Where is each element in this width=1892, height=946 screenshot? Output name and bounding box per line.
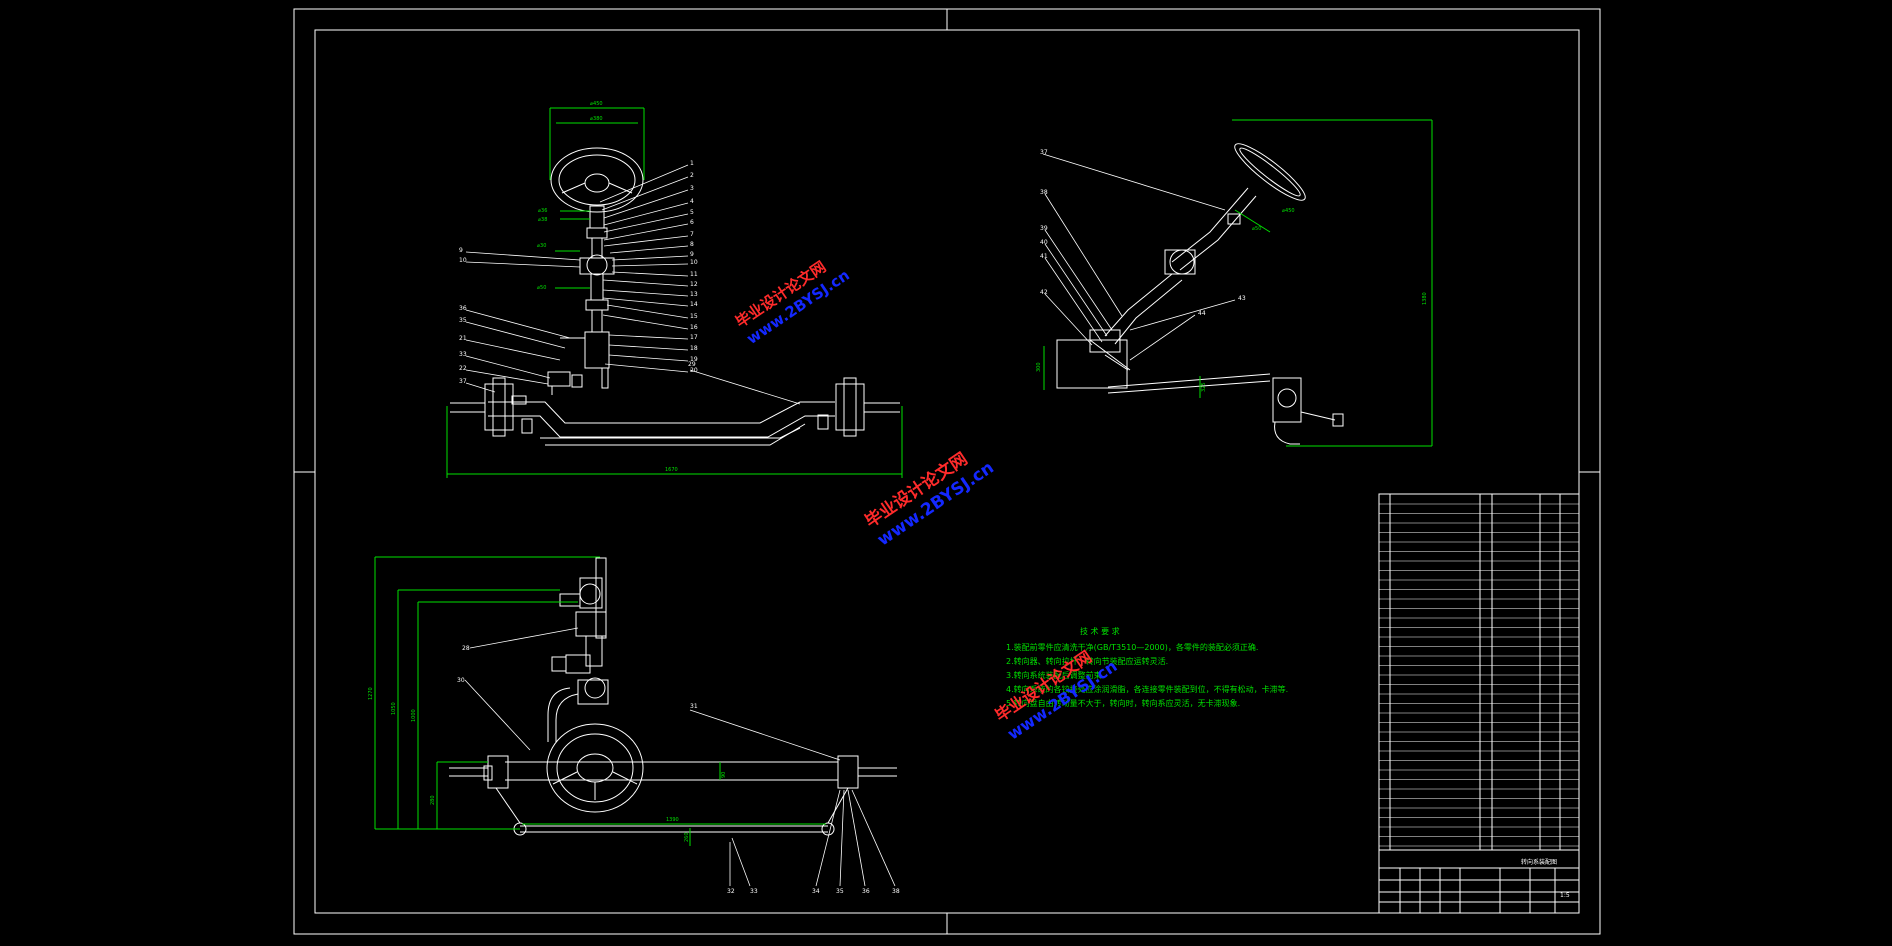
balloons-top-left: 9 10 36 35 21 33 22 37 bbox=[459, 247, 467, 385]
dim-d4: ⌀50 bbox=[537, 285, 546, 291]
dim-bottom-track: 1390 bbox=[666, 817, 679, 823]
balloon-label: 31 bbox=[690, 703, 698, 710]
tech-note-1: 1.装配前零件应清洗干净(GB/T3510—2000)，各零件的装配必须正确. bbox=[1006, 642, 1258, 652]
top-view-steering: 1270 1050 1000 280 1390 260 90 28 30 31 32 3… bbox=[368, 556, 900, 895]
balloon-label: 34 bbox=[812, 888, 820, 895]
dim-side-height: 1380 bbox=[1422, 292, 1428, 305]
title-block: 转向系装配图 1:5 bbox=[1378, 493, 1580, 914]
dim-d1: ⌀36 bbox=[538, 208, 547, 214]
balloons-bottom: 28 30 31 32 33 34 35 36 38 bbox=[457, 645, 900, 895]
balloon-label: 21 bbox=[459, 335, 467, 342]
balloon-label: 19 bbox=[690, 356, 698, 363]
balloon-label: 36 bbox=[862, 888, 870, 895]
balloon-label: 5 bbox=[690, 209, 694, 216]
dim-wheel-outer: ⌀450 bbox=[590, 101, 603, 107]
dim-side-link: 325 bbox=[1201, 382, 1207, 392]
balloon-label: 35 bbox=[836, 888, 844, 895]
dim-bottom-h2: 1050 bbox=[391, 702, 397, 715]
tech-note-4: 4.转向系统的各铰接处应涂润滑脂，各连接零件装配到位，不得有松动，卡滞等. bbox=[1006, 684, 1288, 694]
balloon-label: 18 bbox=[690, 345, 698, 352]
watermark-1: 毕业设计论文网 www.2BYSJ.cn bbox=[732, 258, 853, 348]
balloon-label: 9 bbox=[690, 251, 694, 258]
balloon-label: 2 bbox=[690, 172, 694, 179]
dim-bottom-rod: 90 bbox=[721, 772, 727, 778]
balloon-label: 10 bbox=[690, 259, 698, 266]
balloon-label: 8 bbox=[690, 241, 694, 248]
balloon-label: 12 bbox=[690, 281, 698, 288]
balloon-label: 37 bbox=[1040, 149, 1048, 156]
balloon-label: 38 bbox=[1040, 189, 1048, 196]
balloon-label: 22 bbox=[459, 365, 467, 372]
balloon-label: 39 bbox=[1040, 225, 1048, 232]
balloon-label: 41 bbox=[1040, 253, 1048, 260]
balloon-label: 13 bbox=[690, 291, 698, 298]
dim-wheel-inner: ⌀380 bbox=[590, 116, 603, 122]
tech-note-3: 3.转向系统装配后调整前束. bbox=[1006, 670, 1104, 680]
balloon-label: 1 bbox=[690, 160, 694, 167]
dim-bottom-h4: 280 bbox=[430, 795, 436, 805]
parts-list bbox=[1379, 503, 1579, 847]
balloon-label: 3 bbox=[690, 185, 694, 192]
balloon-label: 33 bbox=[459, 351, 467, 358]
balloon-label: 44 bbox=[1198, 310, 1206, 317]
balloon-label: 33 bbox=[750, 888, 758, 895]
dim-side-wheel: ⌀450 bbox=[1282, 208, 1295, 214]
balloons-side: 37 38 39 40 41 42 43 44 bbox=[1040, 149, 1246, 317]
balloon-label: 42 bbox=[1040, 289, 1048, 296]
balloon-label: 38 bbox=[892, 888, 900, 895]
tech-note-5: 5.转向盘自由转动量不大于，转向时，转向系应灵活，无卡滞现象. bbox=[1006, 698, 1240, 708]
drawing-scale: 1:5 bbox=[1560, 892, 1570, 899]
technical-requirements: 技 术 要 求 1.装配前零件应清洗干净(GB/T3510—2000)，各零件的… bbox=[1006, 626, 1288, 708]
balloon-label: 37 bbox=[459, 378, 467, 385]
watermark-2: 毕业设计论文网 www.2BYSJ.cn bbox=[861, 448, 998, 550]
dim-bottom-arm: 260 bbox=[684, 832, 690, 842]
drawing-title: 转向系装配图 bbox=[1521, 858, 1557, 866]
balloon-label: 7 bbox=[690, 231, 694, 238]
front-view-steering: ⌀450 ⌀380 ⌀36 ⌀38 ⌀30 ⌀50 bbox=[446, 101, 903, 478]
dim-bottom-h3: 1000 bbox=[411, 709, 417, 722]
sheet-frame bbox=[293, 8, 1601, 935]
balloon-label: 28 bbox=[462, 645, 470, 652]
balloon-label: 16 bbox=[690, 324, 698, 331]
balloon-label: 14 bbox=[690, 301, 698, 308]
dim-side-shaft: ⌀50 bbox=[1252, 226, 1261, 232]
balloon-label: 30 bbox=[457, 677, 465, 684]
dim-side-left: 300 bbox=[1036, 362, 1042, 372]
balloon-label: 20 bbox=[690, 367, 698, 374]
dim-d2: ⌀38 bbox=[538, 217, 547, 223]
side-view-steering: 1380 300 325 ⌀50 ⌀450 37 38 39 40 41 42 43 44 bbox=[1036, 119, 1433, 447]
balloon-label: 9 bbox=[459, 247, 463, 254]
balloon-label: 10 bbox=[459, 257, 467, 264]
dim-bottom-h1: 1270 bbox=[368, 687, 374, 700]
balloon-label: 6 bbox=[690, 219, 694, 226]
tech-notes-title: 技 术 要 求 bbox=[1080, 626, 1120, 636]
balloon-label: 15 bbox=[690, 313, 698, 320]
balloon-top-center: 29 bbox=[688, 361, 696, 368]
balloon-label: 32 bbox=[727, 888, 735, 895]
tech-note-2: 2.转向器、转向拉杆、转向节装配应运转灵活. bbox=[1006, 656, 1168, 666]
balloon-label: 17 bbox=[690, 334, 698, 341]
balloon-label: 4 bbox=[690, 198, 694, 205]
balloon-label: 43 bbox=[1238, 295, 1246, 302]
balloon-label: 36 bbox=[459, 305, 467, 312]
dim-top-track: 1670 bbox=[665, 467, 678, 473]
balloon-label: 35 bbox=[459, 317, 467, 324]
balloon-label: 40 bbox=[1040, 239, 1048, 246]
dim-d3: ⌀30 bbox=[537, 243, 546, 249]
balloon-label: 11 bbox=[690, 271, 698, 278]
